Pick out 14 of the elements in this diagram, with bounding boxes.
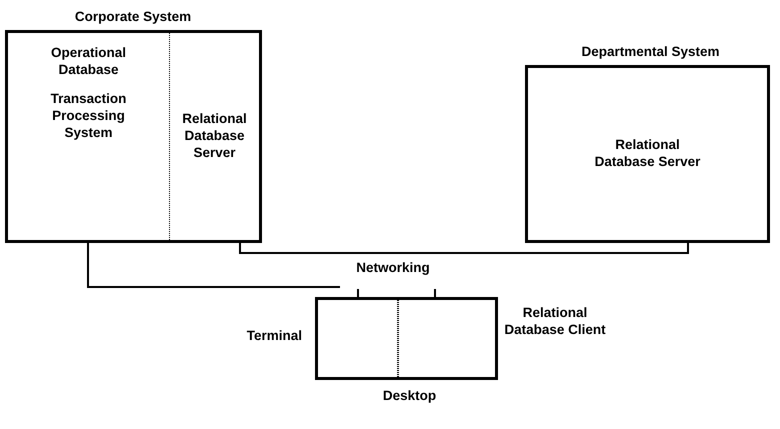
side-label: Terminal xyxy=(246,328,302,345)
network-label: Networking xyxy=(340,260,446,289)
box-heading: Desktop xyxy=(382,388,438,405)
box-text: Operational Database xyxy=(50,45,127,79)
connector-line xyxy=(87,243,340,288)
connector-line xyxy=(357,289,359,300)
connector-line xyxy=(434,289,436,300)
connector-line xyxy=(239,243,689,254)
box-heading: Departmental System xyxy=(580,44,721,61)
box-text: Transaction Processing System xyxy=(50,90,128,142)
box-heading: Corporate System xyxy=(74,9,192,26)
side-label: Relational Database Client xyxy=(503,305,607,339)
box-text: Relational Database Server xyxy=(181,111,248,162)
box-text: Relational Database Server xyxy=(594,137,702,171)
